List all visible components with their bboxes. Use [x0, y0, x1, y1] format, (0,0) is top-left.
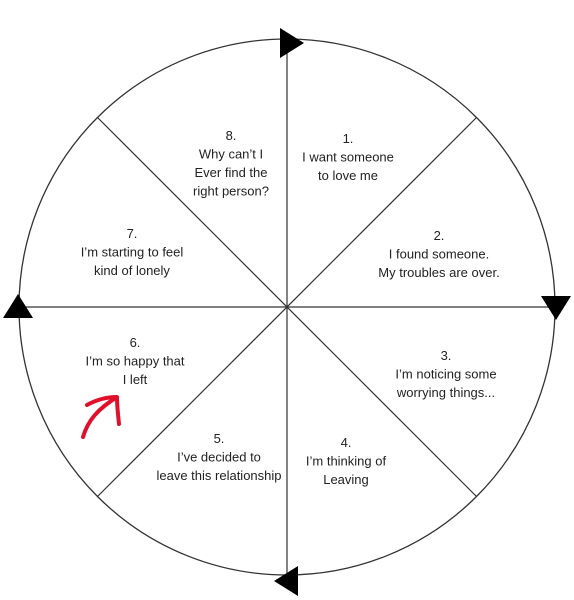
segment-text-line: Why can’t I — [199, 147, 263, 162]
segment-text-line: I’m noticing some — [395, 367, 496, 382]
segment-5: 5. I’ve decided to leave this relationship — [156, 431, 281, 483]
segment-text-line: I found someone. — [389, 247, 489, 262]
segment-labels: 1. I want someone to love me 2. I found some… — [81, 128, 500, 487]
arrowhead-bottom-left-icon — [274, 566, 298, 596]
segment-8: 8. Why can’t I Ever find the right person? — [193, 128, 269, 199]
segment-text-line: Ever find the — [195, 165, 268, 180]
segment-text-line: leave this relationship — [156, 468, 281, 483]
segment-number: 2. — [434, 228, 445, 243]
segment-text-line: right person? — [193, 184, 269, 199]
segment-text-line: kind of lonely — [94, 263, 170, 278]
spokes — [19, 39, 555, 575]
segment-text-line: I’m starting to feel — [81, 245, 184, 260]
arrowhead-left-up-icon — [3, 294, 33, 318]
arrowhead-top-right-icon — [280, 28, 304, 58]
segment-text-line: to love me — [318, 168, 378, 183]
direction-arrows — [3, 28, 571, 596]
segment-number: 4. — [341, 435, 352, 450]
segment-4: 4. I’m thinking of Leaving — [306, 435, 387, 487]
segment-text-line: worrying things... — [396, 385, 495, 400]
segment-text-line: I left — [123, 372, 148, 387]
hand-drawn-arrow-icon — [81, 395, 121, 439]
segment-number: 5. — [214, 431, 225, 446]
segment-text-line: Leaving — [323, 472, 369, 487]
segment-number: 1. — [343, 131, 354, 146]
segment-2: 2. I found someone. My troubles are over. — [378, 228, 499, 280]
segment-text-line: I’ve decided to — [177, 450, 261, 465]
segment-text-line: I’m thinking of — [306, 454, 387, 469]
segment-text-line: My troubles are over. — [378, 265, 499, 280]
segment-6: 6. I’m so happy that I left — [86, 335, 185, 387]
spoke-diagonal-nw-se — [97, 117, 477, 497]
segment-text-line: I want someone — [302, 150, 394, 165]
segment-text-line: I’m so happy that — [86, 354, 185, 369]
segment-number: 6. — [130, 335, 141, 350]
segment-1: 1. I want someone to love me — [302, 131, 394, 183]
segment-7: 7. I’m starting to feel kind of lonely — [81, 226, 184, 278]
segment-number: 7. — [127, 226, 138, 241]
arrowhead-right-down-icon — [541, 296, 571, 320]
segment-3: 3. I’m noticing some worrying things... — [395, 348, 496, 400]
segment-number: 3. — [441, 348, 452, 363]
segment-number: 8. — [226, 128, 237, 143]
